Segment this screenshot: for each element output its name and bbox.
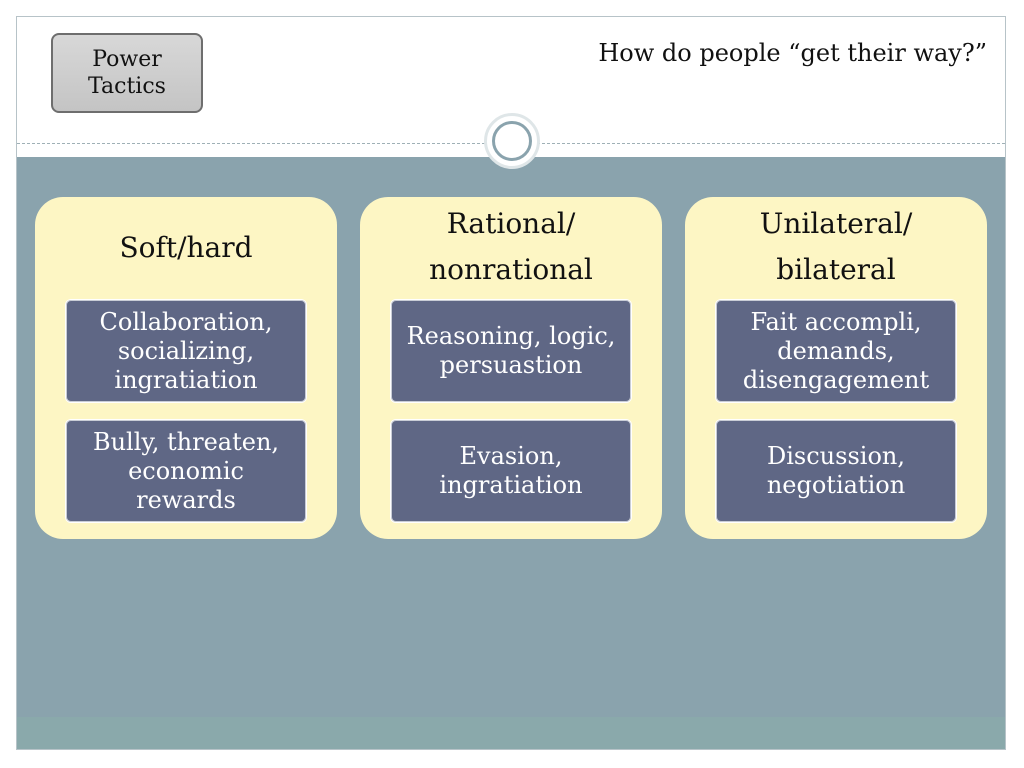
tag-line: Power [92, 47, 162, 72]
card-line: Evasion, [459, 442, 563, 470]
column-heading: Unilateral/ bilateral [685, 201, 987, 293]
card-line: ingratiation [114, 365, 258, 394]
slide-title: How do people “get their way?” [598, 39, 987, 67]
tactic-card: Discussion, negotiation [715, 419, 957, 523]
tactic-card: Fait accompli, demands, disengagement [715, 299, 957, 403]
card-line: demands, [777, 336, 895, 365]
column-soft-hard: Soft/hard Collaboration, socializing, in… [35, 197, 337, 539]
tag-line: Tactics [88, 74, 166, 99]
power-tactics-tag: Power Tactics [51, 33, 203, 113]
tactic-card: Bully, threaten, economic rewards [65, 419, 307, 523]
heading-line: Unilateral/ [759, 207, 913, 240]
column-heading: Soft/hard [35, 225, 337, 271]
card-line: Discussion, [767, 442, 905, 470]
tactic-card: Reasoning, logic, persuastion [390, 299, 632, 403]
slide: Power Tactics How do people “get their w… [16, 16, 1006, 750]
card-line: rewards [136, 485, 236, 514]
card-line: persuastion [439, 351, 583, 379]
tactic-card: Evasion, ingratiation [390, 419, 632, 523]
heading-line: Rational/ [446, 207, 576, 240]
card-line: Fait accompli, [750, 307, 922, 336]
card-line: Bully, threaten, [92, 427, 280, 456]
card-line: disengagement [742, 365, 930, 394]
card-line: Collaboration, [99, 307, 273, 336]
column-heading: Rational/ nonrational [360, 201, 662, 293]
heading-line: nonrational [429, 253, 593, 286]
column-unilateral-bilateral: Unilateral/ bilateral Fait accompli, dem… [685, 197, 987, 539]
card-line: economic [128, 456, 244, 485]
column-rational-nonrational: Rational/ nonrational Reasoning, logic, … [360, 197, 662, 539]
ring-ornament-icon [484, 113, 540, 169]
tactic-card: Collaboration, socializing, ingratiation [65, 299, 307, 403]
card-line: ingratiation [439, 471, 583, 499]
heading-line: Soft/hard [119, 231, 253, 264]
card-line: negotiation [766, 471, 906, 499]
card-line: socializing, [117, 336, 255, 365]
footer-band [17, 717, 1005, 749]
card-line: Reasoning, logic, [406, 322, 616, 350]
heading-line: bilateral [776, 253, 896, 286]
